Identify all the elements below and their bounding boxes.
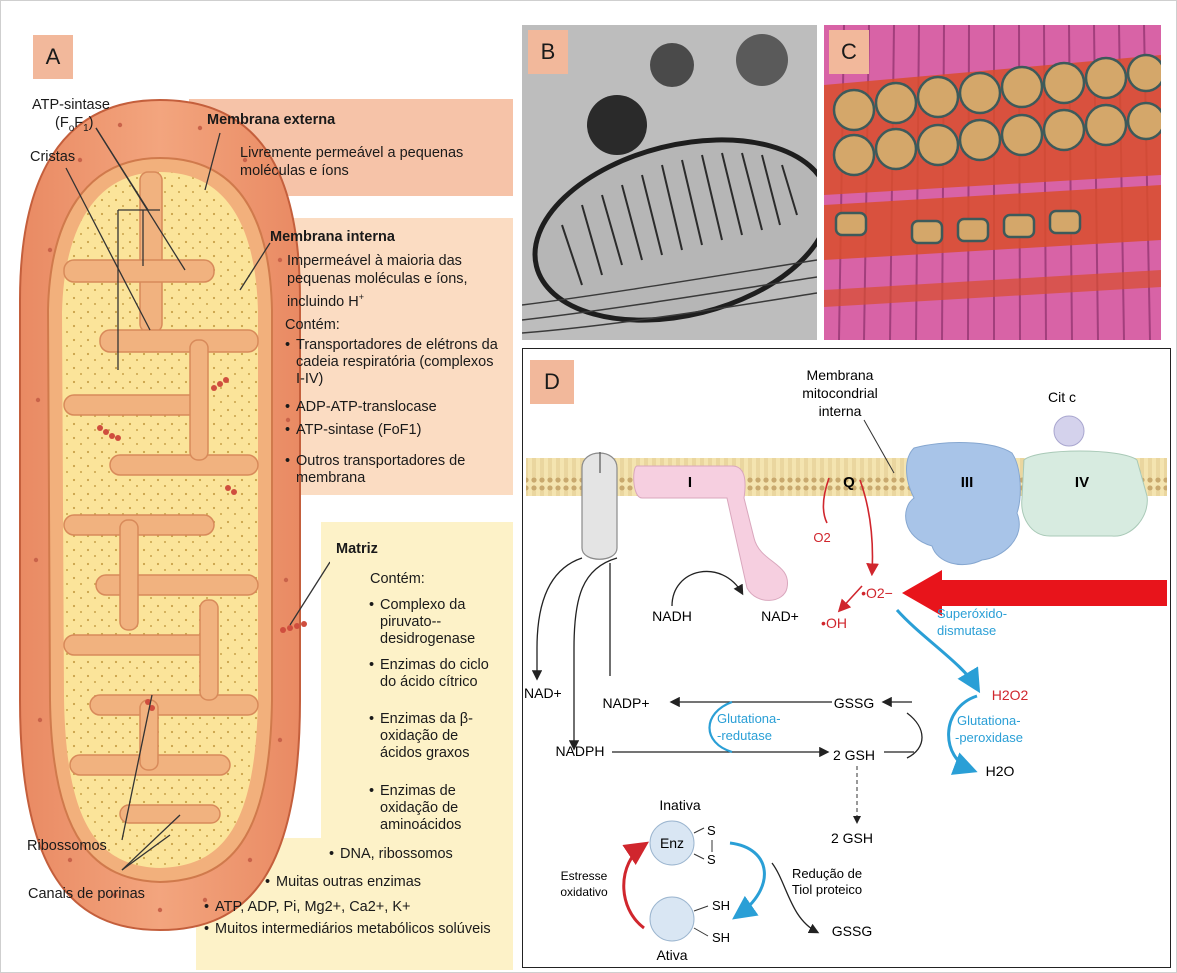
gpx-label-1: Glutationa- [957,713,1021,728]
complex-i-label: I [688,474,692,491]
matrix-item-2: Enzimas do ciclo do ácido cítrico [380,657,505,691]
matrix-item-8: Muitos intermediários metabólicos solúve… [215,921,510,938]
gr-label-2: -redutase [717,728,772,743]
matrix-item-6: Muitas outras enzimas [276,874,476,891]
nad-plus-left-label: NAD+ [524,685,562,701]
atp-synthase-formula: (FoF1) [55,114,94,138]
inner-item-4: Outros transportadores de membrana [296,453,496,487]
cytc-label: Cit c [1048,389,1076,405]
outer-membrane-text: Livremente permeável a pequenas molécula… [240,144,510,180]
gsh2-label: 2 GSH [833,747,875,763]
panel-label-a: A [33,35,73,79]
matrix-contains-label: Contém: [370,570,425,588]
inner-item-2: ADP-ATP-translocase [296,399,506,416]
gssg-b-label: GSSG [832,923,872,939]
complex-iii-label: III [961,474,974,491]
sh-label-2: SH [712,930,730,945]
h2o-label: H2O [986,763,1015,779]
gpx-label-2: -peroxidase [955,730,1023,745]
inner-contains-label: Contém: [285,316,340,334]
matrix-item-4: Enzimas de oxidação de aminoácidos [380,783,490,834]
atp-synthase-label: ATP-sintase [32,96,110,114]
cristae-label: Cristas [30,148,75,166]
outer-membrane-title: Membrana externa [207,111,335,129]
stress-label-1: Estresse [561,869,608,883]
muscle-micrograph [824,25,1161,340]
matrix-title: Matriz [336,540,378,558]
superoxide-label: •O2− [861,585,893,601]
h2o2-label: H2O2 [992,687,1029,703]
enzyme-active [650,897,694,941]
membrane-label-2: mitocondrial [802,385,877,401]
mitochondrion-illustration [0,0,330,940]
complex-iii-shape [906,443,1021,565]
nad-plus-label: NAD+ [761,608,799,624]
inner-membrane-title: Membrana interna [270,228,395,246]
sh-label-1: SH [712,898,730,913]
inner-membrane-text: Impermeável à maioria das pequenas moléc… [287,252,507,311]
sod-label-2: dismutase [937,623,996,638]
q-label: Q [843,474,855,491]
s-label-2: S [707,852,716,867]
gssg-label: GSSG [834,695,874,711]
nadh-label: NADH [652,608,692,624]
s-label-1: S [707,823,716,838]
nadph-label: NADPH [555,743,604,759]
cytochrome-c-shape [1054,416,1084,446]
matrix-item-7: ATP, ADP, Pi, Mg2+, Ca2+, K+ [215,899,510,916]
porins-label: Canais de porinas [28,885,145,903]
panel-c [824,25,1161,340]
inactive-label: Inativa [659,797,700,813]
panel-label-b: B [528,30,568,74]
gsh2-b-label: 2 GSH [831,830,873,846]
membrane-label-3: interna [819,403,862,419]
inner-item-3: ATP-sintase (FoF1) [296,422,506,439]
o2-label: O2 [813,530,830,545]
nadp-plus-label: NADP+ [602,695,649,711]
complex-iv-label: IV [1075,474,1089,491]
enz-label: Enz [660,835,684,851]
ribosomes-label: Ribossomos [27,837,107,855]
ros-pathway-diagram: I Q III IV Cit c Membrana mitocondrial i… [522,348,1171,968]
inner-item-1: Transportadores de elétrons da cadeia re… [296,337,506,388]
hydroxyl-label: •OH [821,615,847,631]
active-label: Ativa [656,947,687,963]
complex-iv-shape [1022,451,1148,536]
sod-label-1: Superóxido- [937,606,1007,621]
thiol-label-1: Redução de [792,866,862,881]
thiol-label-2: Tiol proteico [792,882,862,897]
matrix-item-1: Complexo da piruvato--desidrogenase [380,597,505,648]
gr-label-1: Glutationa- [717,711,781,726]
stress-label-2: oxidativo [560,885,608,899]
membrane-label-1: Membrana [807,367,874,383]
panel-label-c: C [829,30,869,74]
matrix-item-3: Enzimas da β-oxidação de ácidos graxos [380,711,490,762]
matrix-item-5: DNA, ribossomos [340,846,510,863]
